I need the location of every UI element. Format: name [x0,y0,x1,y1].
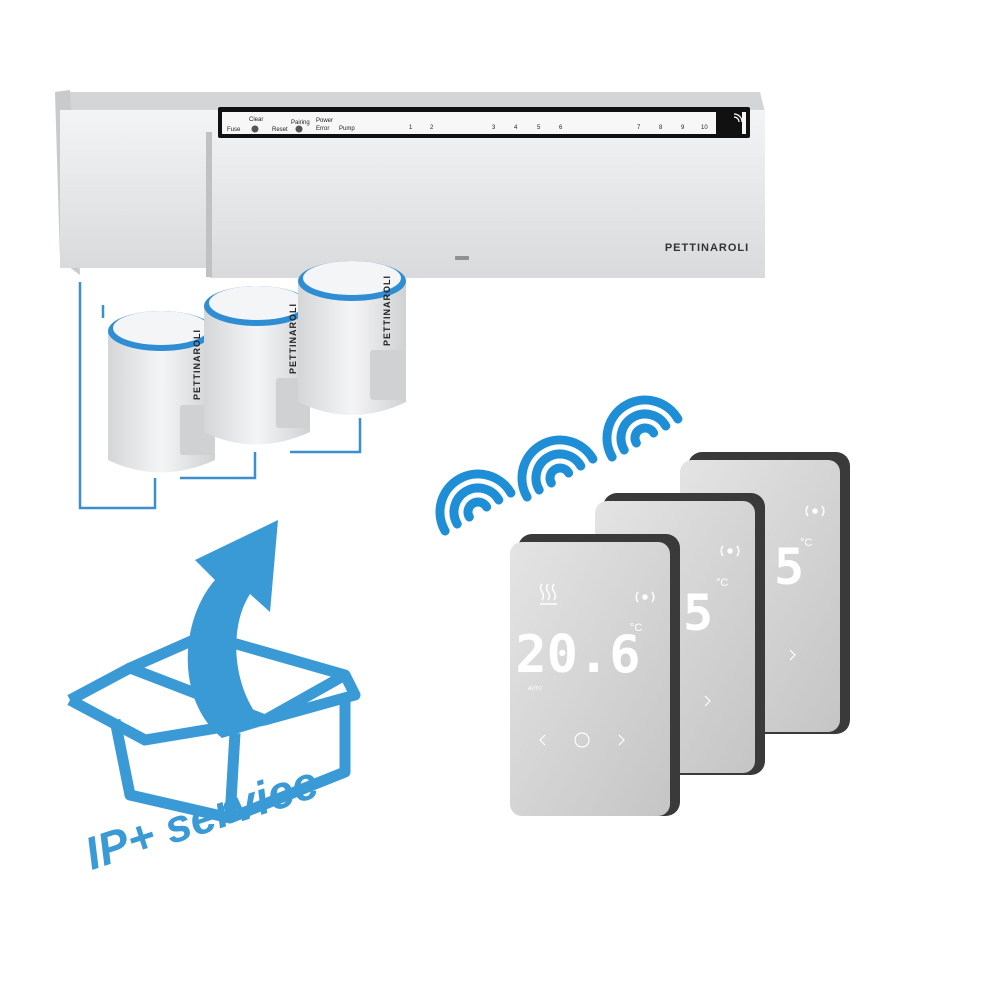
label-reset: Reset [272,127,288,133]
actuator-brand: PETTINAROLI [382,275,392,346]
zone-label: 10 [701,125,708,131]
actuator-brand: PETTINAROLI [192,329,202,400]
pairing-button[interactable] [295,125,303,133]
ip-service-stamp: IP+ service [67,520,361,880]
zone-label: 4 [514,125,518,131]
zone-label: 6 [559,125,563,131]
ip-service-text: IP+ service [79,755,325,879]
label-pairing: Pairing [291,120,310,126]
control-panel: Fuse Clear Reset Pairing Power Error Pum… [218,107,750,138]
label-fuse: Fuse [227,127,241,133]
chevron-left-icon[interactable] [539,734,546,746]
mode-label: AUTO [528,686,542,692]
signal-icon [805,505,825,517]
actuator: PETTINAROLI [298,261,406,415]
zone-label: 8 [659,125,663,131]
chevron-right-icon[interactable] [618,734,625,746]
zone-label: 3 [492,125,496,131]
partial-temperature: 5 [683,584,713,642]
wifi-waves-icon [435,395,683,536]
unit-label: °C [716,577,728,589]
zone-label: 9 [681,125,685,131]
heating-icon [539,583,557,605]
controller-brand: PETTINAROLI [665,242,749,254]
temperature-display: 20.6 [515,625,640,685]
unit-label: °C [630,622,642,634]
label-pump: Pump [339,126,355,132]
signal-icon [635,591,655,603]
chevron-right-icon[interactable] [704,695,711,707]
zone-label: 7 [637,125,641,131]
thermostat-front: 20.6 °C AUTO [510,534,680,816]
arrow-up-icon [187,520,278,738]
label-clear: Clear [249,117,263,123]
zone-label: 5 [537,125,541,131]
actuator: PETTINAROLI [108,311,215,473]
unit-label: °C [800,537,812,549]
actuator-wires [78,282,362,510]
home-button-icon[interactable] [574,732,590,748]
zone-label: 2 [430,125,434,131]
signal-icon [720,545,740,557]
actuator-brand: PETTINAROLI [288,303,298,374]
chevron-right-icon[interactable] [789,649,796,661]
label-power: Power [316,118,333,124]
label-error: Error [316,126,329,132]
actuator: PETTINAROLI [204,286,310,445]
partial-temperature: 5 [774,538,804,596]
zone-label: 1 [409,125,413,131]
clear-button[interactable] [251,125,259,133]
wiring-controller: Fuse Clear Reset Pairing Power Error Pum… [55,90,765,278]
